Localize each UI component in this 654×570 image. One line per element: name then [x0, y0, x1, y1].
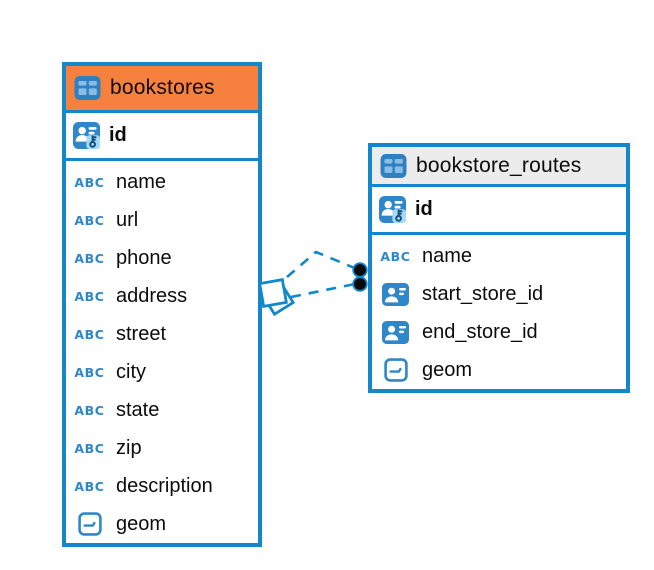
table-bookstores-header[interactable]: bookstores: [66, 66, 258, 113]
column-row[interactable]: start_store_id: [372, 275, 626, 313]
primary-key-icon: [379, 196, 406, 223]
source-marker-stacked-squares[interactable]: [258, 278, 296, 317]
table-title: bookstore_routes: [416, 153, 582, 177]
target-marker-dots[interactable]: [352, 262, 368, 292]
primary-key-label: id: [415, 198, 433, 220]
text-type-icon: ABC: [74, 402, 105, 418]
relationship-line-upper[interactable]: [286, 250, 358, 278]
column-row-id[interactable]: id: [372, 187, 626, 235]
table-bookstore-routes-header[interactable]: bookstore_routes: [372, 147, 626, 187]
text-type-icon: ABC: [74, 364, 105, 380]
text-type-icon: ABC: [74, 478, 105, 494]
column-row[interactable]: geom: [66, 505, 258, 543]
column-row[interactable]: geom: [372, 351, 626, 389]
reference-type-icon: [379, 282, 412, 306]
text-type-icon: ABC: [74, 174, 105, 190]
relationship-lines: [286, 250, 358, 299]
reference-type-icon: [379, 320, 412, 344]
text-type-icon: ABC: [74, 326, 105, 342]
relationship-line-lower[interactable]: [290, 282, 356, 299]
table-icon: [74, 75, 101, 101]
primary-key-icon: [73, 122, 100, 149]
primary-key-label: id: [109, 124, 127, 146]
relationship-dot: [352, 276, 368, 292]
geometry-type-icon: [73, 512, 106, 536]
text-type-icon: ABC: [74, 212, 105, 228]
text-type-icon: ABC: [74, 440, 105, 456]
table-icon: [380, 153, 407, 179]
text-type-icon: ABC: [74, 250, 105, 266]
table-title: bookstores: [110, 76, 215, 99]
column-row-id[interactable]: id: [66, 113, 258, 161]
text-type-icon: ABC: [74, 288, 105, 304]
geometry-type-icon: [379, 358, 412, 382]
column-row[interactable]: end_store_id: [372, 313, 626, 351]
relationship-dot: [352, 262, 368, 278]
text-type-icon: ABC: [380, 248, 411, 264]
table-bookstore-routes[interactable]: bookstore_routes id: [368, 143, 630, 393]
